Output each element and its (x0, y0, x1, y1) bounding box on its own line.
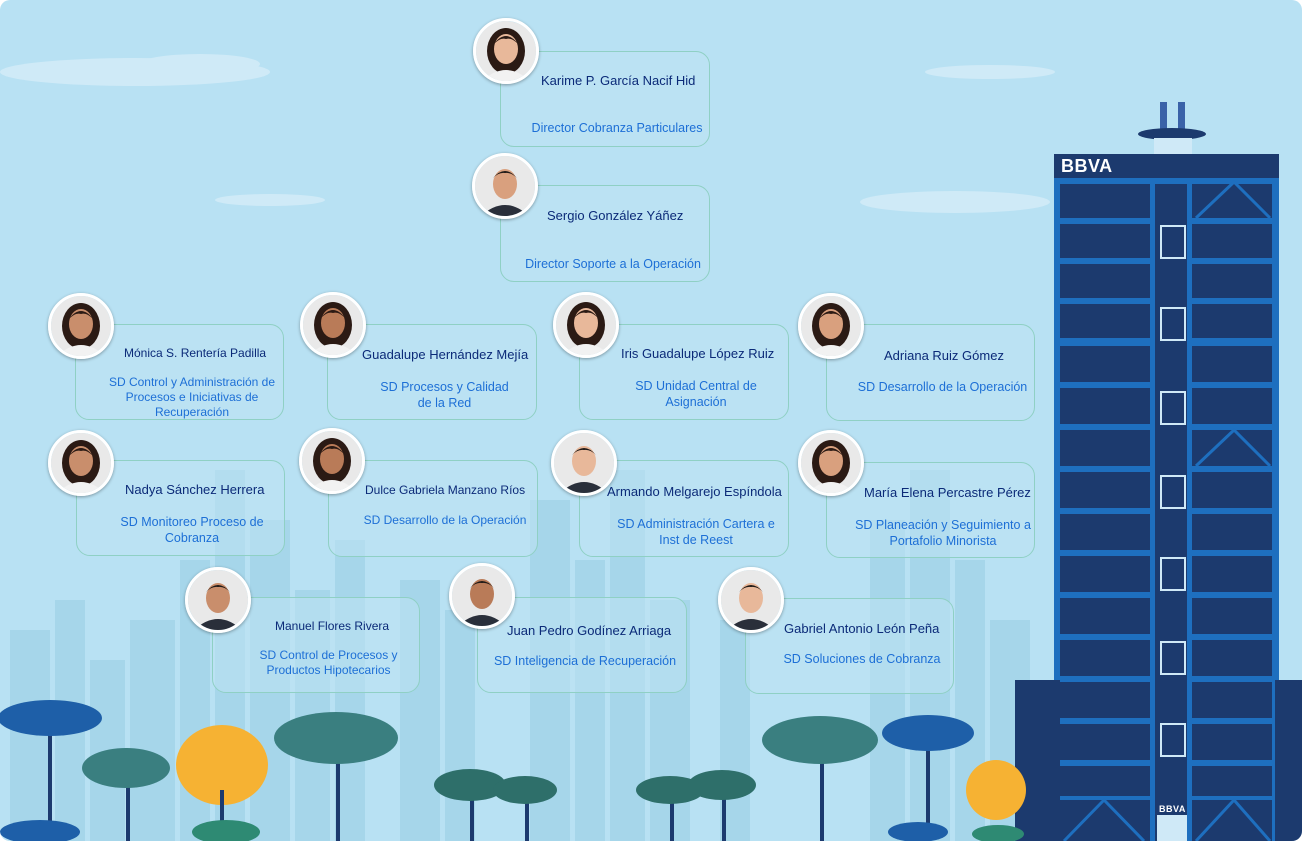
bbva-building (1015, 102, 1302, 841)
person-name: Gabriel Antonio León Peña (784, 621, 940, 636)
person-photo-male (551, 430, 617, 496)
org-card (500, 51, 710, 147)
person-role: Director Cobranza Particulares (531, 121, 703, 135)
person-name: Armando Melgarejo Espíndola (607, 484, 782, 499)
person-role: SD Administración Cartera e Inst de Rees… (617, 517, 775, 547)
person-name: Mónica S. Rentería Padilla (124, 346, 267, 360)
person-photo-female (553, 292, 619, 358)
bbva-logo-top: BBVA (1061, 156, 1113, 176)
person-photo-female (473, 18, 539, 84)
person-role: SD Desarrollo de la Operación (363, 513, 527, 527)
person-role: SD Planeación y Seguimiento a Portafolio… (855, 518, 1031, 548)
person-role: Director Soporte a la Operación (525, 257, 701, 271)
person-name: Nadya Sánchez Herrera (125, 482, 265, 497)
person-name: Manuel Flores Rivera (275, 619, 390, 633)
org-card (826, 324, 1035, 421)
person-role: SD Monitoreo Proceso de Cobranza (120, 515, 264, 545)
clouds (0, 54, 1055, 213)
person-photo-male (718, 567, 784, 633)
person-photo-male (472, 153, 538, 219)
person-photo-female (48, 293, 114, 359)
person-name: Dulce Gabriela Manzano Ríos (365, 483, 526, 497)
org-card (826, 462, 1035, 558)
person-role: SD Soluciones de Cobranza (783, 652, 941, 666)
person-name: Adriana Ruiz Gómez (884, 348, 1004, 363)
person-role: SD Inteligencia de Recuperación (493, 654, 677, 668)
person-photo-male (449, 563, 515, 629)
person-role: SD Procesos y Calidad de la Red (380, 380, 509, 410)
person-photo-female (48, 430, 114, 496)
person-photo-female (798, 293, 864, 359)
bbva-logo-bottom: BBVA (1159, 804, 1186, 814)
person-name: Sergio González Yáñez (547, 208, 684, 223)
org-card (328, 460, 538, 557)
person-name: Karime P. García Nacif Hid (541, 73, 696, 88)
person-name: Guadalupe Hernández Mejía (362, 347, 529, 362)
person-role: SD Control y Administración de Procesos … (108, 375, 276, 419)
person-name: Juan Pedro Godínez Arriaga (507, 623, 672, 638)
trees (0, 700, 1026, 841)
person-role: SD Unidad Central de Asignación (635, 379, 757, 409)
person-photo-male (185, 567, 251, 633)
org-card (477, 597, 687, 693)
person-role: SD Control de Procesos y Productos Hipot… (259, 648, 398, 677)
person-name: María Elena Percastre Pérez (864, 485, 1031, 500)
person-photo-female (300, 292, 366, 358)
person-photo-female (798, 430, 864, 496)
person-photo-female (299, 428, 365, 494)
org-card (579, 324, 789, 420)
person-role: SD Desarrollo de la Operación (857, 380, 1028, 394)
org-card (500, 185, 710, 282)
person-name: Iris Guadalupe López Ruiz (621, 346, 775, 361)
